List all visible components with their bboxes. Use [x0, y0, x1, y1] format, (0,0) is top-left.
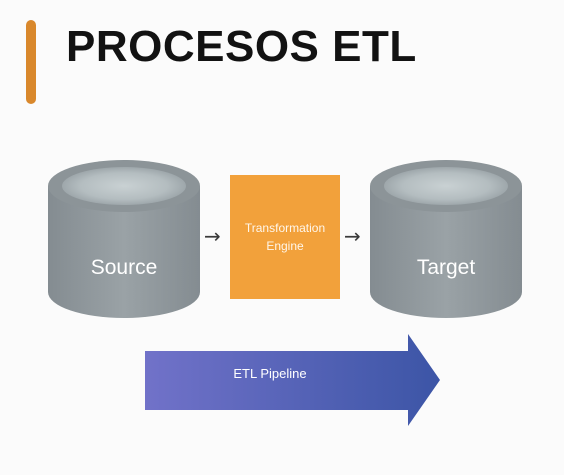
arrow-right-icon: →	[344, 224, 361, 248]
transformation-engine-box: Transformation Engine	[230, 175, 340, 299]
arrow-right-icon: →	[204, 224, 221, 248]
source-cylinder	[48, 160, 200, 318]
etl-pipeline-label: ETL Pipeline	[233, 366, 307, 381]
source-label: Source	[90, 256, 158, 279]
target-label: Target	[416, 256, 476, 279]
title-accent-bar	[26, 20, 36, 104]
transformation-engine-label: Transformation Engine	[244, 221, 326, 253]
etl-pipeline-arrow	[145, 334, 440, 426]
page-title: PROCESOS ETL	[66, 22, 417, 71]
target-cylinder	[370, 160, 522, 318]
